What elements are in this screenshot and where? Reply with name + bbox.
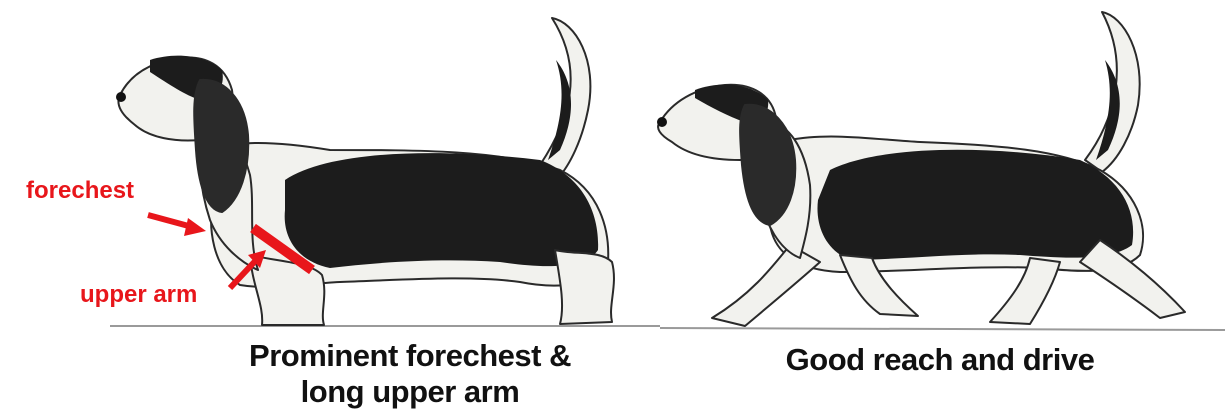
label-upper-arm: upper arm xyxy=(80,281,197,308)
basset-hound-trotting xyxy=(657,12,1185,326)
label-forechest: forechest xyxy=(26,177,134,204)
basset-hound-standing xyxy=(116,18,614,325)
forechest-arrowhead xyxy=(184,218,206,236)
caption-left: Prominent forechest & long upper arm xyxy=(200,338,620,410)
caption-left-line2: long upper arm xyxy=(200,374,620,410)
hind-leg-left xyxy=(555,250,614,324)
caption-left-line1: Prominent forechest & xyxy=(200,338,620,374)
front-leg-reach xyxy=(712,245,820,326)
ground-line-right xyxy=(660,328,1225,330)
ear-right xyxy=(740,105,795,225)
caption-right: Good reach and drive xyxy=(730,342,1150,378)
